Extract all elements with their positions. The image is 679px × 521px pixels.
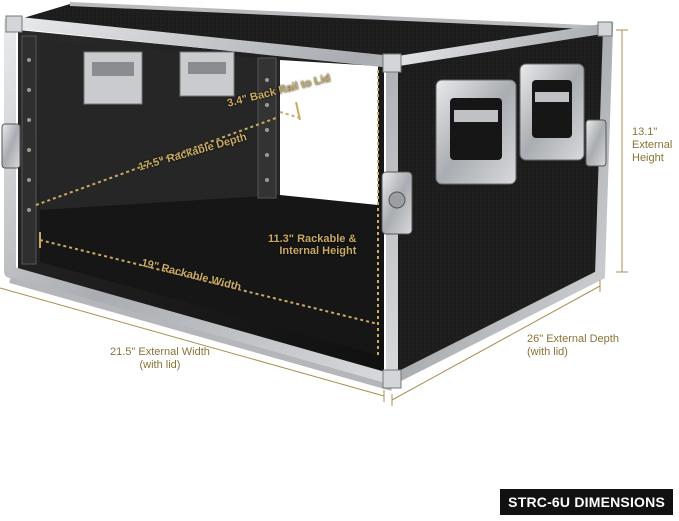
dim-line-external-depth [391,285,601,401]
external-height-word: External [632,139,673,151]
external-height-word2: Height [632,152,664,164]
rackable-height-value: 11.3" Rackable & [268,233,357,245]
dim-line-rackable-depth [35,117,277,206]
interior-handle-left [83,51,143,105]
dim-line-external-width [0,287,385,397]
external-width-note: (with lid) [139,359,181,371]
rackable-height-label: 11.3" Rackable & Internal Height [268,233,356,257]
interior-handle-right [179,51,235,97]
external-height-value: 13.1" [632,126,658,138]
corner-bottom-right [382,369,402,389]
external-depth-value: 26" External Depth [527,333,619,345]
side-handle-right [519,63,585,161]
external-depth-note: (with lid) [527,346,568,358]
corner-top-right [382,53,402,73]
dim-line-rackable-width [39,239,379,325]
external-depth-label: 26" External Depth (with lid) [527,333,619,359]
interior-back-wall [40,40,280,210]
external-width-label: 21.5" External Width (with lid) [110,346,210,372]
rackable-height-word: Internal Height [279,245,357,257]
corner-back-top [597,21,613,37]
latch-front [381,171,413,235]
side-handle-left [435,79,517,185]
external-width-value: 21.5" External Width [110,346,210,358]
interior-floor [40,195,378,355]
product-dimensions-badge: STRC-6U DIMENSIONS [500,489,673,515]
interior-right-wall [280,60,378,205]
latch-left-edge [1,123,21,169]
top-back-edge [69,2,609,30]
front-bottom-lip [9,277,393,391]
external-height-label: 13.1" External Height [632,126,672,165]
corner-top-left [5,15,23,33]
latch-side [585,119,607,167]
